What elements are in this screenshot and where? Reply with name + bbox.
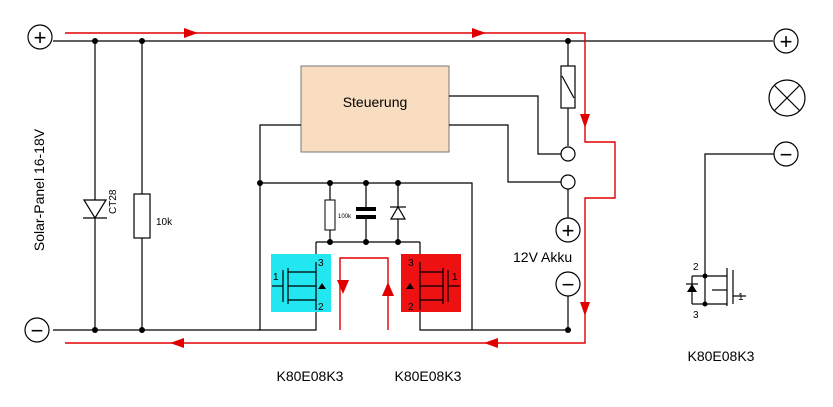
capacitor (356, 183, 376, 242)
current-arrow-mosfet-down (337, 280, 349, 294)
current-arrow-bottom-1 (484, 338, 498, 348)
zener-diode (389, 183, 407, 242)
svg-text:1: 1 (273, 272, 279, 283)
resistor-10k (133, 38, 151, 333)
svg-text:+: + (562, 218, 575, 243)
terminal-minus-left[interactable]: − (24, 317, 50, 343)
relay-contacts (560, 146, 576, 218)
svg-text:1: 1 (738, 292, 744, 303)
mosfet-left-label: K80E08K3 (277, 368, 344, 384)
controller-box (300, 65, 450, 153)
solar-panel-label: Solar-Panel 16-18V (31, 128, 47, 251)
resistor-100k-label: 100k (338, 214, 352, 220)
current-arrow-down-1 (580, 114, 590, 128)
resistor-label: 10k (156, 217, 173, 228)
resistor-100k (324, 183, 336, 242)
svg-text:−: − (780, 142, 793, 167)
svg-text:−: − (31, 318, 44, 343)
current-arrow-mosfet-up (382, 282, 394, 296)
lamp-icon (768, 79, 806, 117)
svg-text:3: 3 (693, 310, 699, 321)
svg-text:2: 2 (408, 302, 414, 313)
mosfet-right: 2 3 1 (686, 153, 774, 321)
svg-text:3: 3 (318, 258, 324, 269)
battery: + − (555, 217, 581, 330)
controller-label: Steuerung (343, 94, 408, 110)
mosfet-mid-label: K80E08K3 (395, 368, 462, 384)
mosfet-mid: 1 3 2 (401, 254, 461, 313)
svg-text:1: 1 (452, 272, 458, 283)
diode-label: CT28 (108, 189, 119, 214)
current-arrow-top-1 (184, 28, 198, 38)
svg-text:2: 2 (693, 262, 699, 273)
diode-ct28 (82, 38, 108, 333)
mosfet-right-label: K80E08K3 (688, 348, 755, 364)
current-path-red (65, 28, 616, 348)
current-arrow-bottom-2 (170, 338, 184, 348)
svg-text:3: 3 (408, 258, 414, 269)
battery-label: 12V Akku (513, 249, 572, 265)
mosfet-left: 1 3 2 (271, 254, 331, 313)
terminal-plus-right[interactable]: + (773, 28, 799, 54)
controller-wiring (257, 38, 571, 330)
current-arrow-down-2 (580, 302, 590, 316)
svg-text:+: + (780, 29, 793, 54)
fuse (560, 65, 576, 109)
current-arrow-top-2 (472, 28, 486, 38)
terminal-plus-left[interactable]: + (27, 24, 53, 50)
svg-text:−: − (562, 272, 575, 297)
svg-text:+: + (34, 25, 47, 50)
terminal-minus-right[interactable]: − (773, 141, 799, 167)
svg-text:2: 2 (318, 302, 324, 313)
